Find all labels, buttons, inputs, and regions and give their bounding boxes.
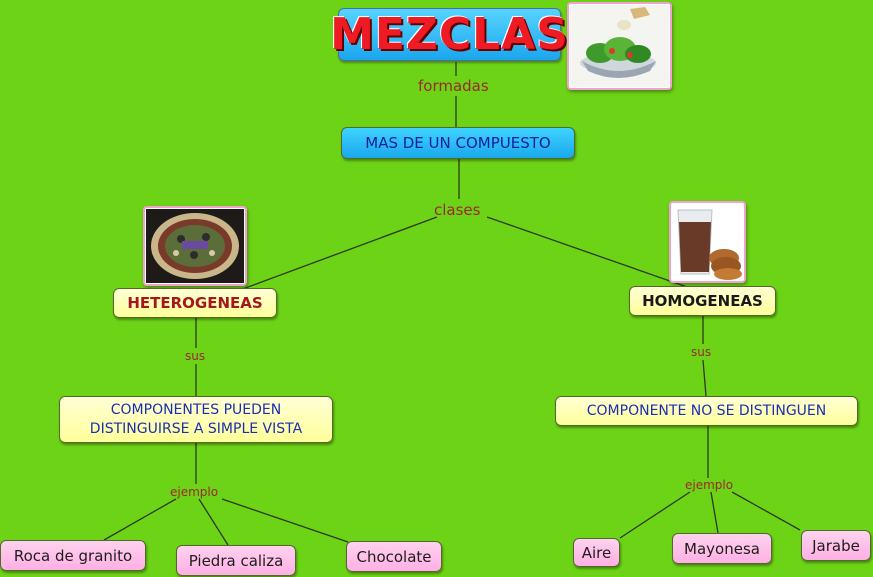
link-formadas: formadas <box>418 77 489 95</box>
line-ejemplo-roca <box>103 498 177 541</box>
concept-compound-label: MAS DE UN COMPUESTO <box>365 134 551 152</box>
example-jarabe: Jarabe <box>801 530 871 561</box>
link-sus-left: sus <box>185 349 206 363</box>
concept-heterogeneous: HETEROGENEAS <box>113 288 277 318</box>
concept-homogeneous: HOMOGENEAS <box>629 286 776 316</box>
example-label: Mayonesa <box>684 539 760 558</box>
pizza-image <box>146 209 244 283</box>
example-mayonesa: Mayonesa <box>672 533 772 564</box>
pizza-image-frame <box>143 206 247 286</box>
example-label: Aire <box>581 543 612 562</box>
line-ejemplo-jarabe <box>731 491 801 531</box>
example-aire: Aire <box>573 538 620 567</box>
chocolate-milk-image <box>672 204 743 280</box>
concept-hom-component: COMPONENTE NO SE DISTINGUEN <box>555 396 858 426</box>
link-clases: clases <box>434 201 481 219</box>
example-piedra-caliza: Piedra caliza <box>176 545 296 576</box>
line-ejemplo-mayonesa <box>710 491 719 534</box>
example-label: Jarabe <box>812 536 860 555</box>
concept-het-components: COMPONENTES PUEDEN DISTINGUIRSE A SIMPLE… <box>59 396 333 443</box>
example-label: Roca de granito <box>13 546 133 565</box>
line-clases-het <box>239 216 438 291</box>
line-clases-hom <box>486 216 691 289</box>
chocolate-milk-image-frame <box>669 201 746 283</box>
example-label: Piedra caliza <box>188 551 284 570</box>
title-node: MEZCLAS <box>330 8 568 61</box>
example-chocolate: Chocolate <box>346 541 442 572</box>
title-text: MEZCLAS <box>330 9 569 60</box>
example-roca-de-granito: Roca de granito <box>0 540 146 571</box>
line-sus-hom-component <box>702 359 707 397</box>
concept-heterogeneous-label: HETEROGENEAS <box>127 294 263 312</box>
concept-homogeneous-label: HOMOGENEAS <box>642 292 763 310</box>
link-sus-right: sus <box>691 345 712 359</box>
salad-bowl-image <box>570 5 669 87</box>
salad-image-frame <box>567 2 672 90</box>
concept-compound: MAS DE UN COMPUESTO <box>341 127 575 159</box>
concept-het-components-label: COMPONENTES PUEDEN DISTINGUIRSE A SIMPLE… <box>89 401 303 437</box>
line-ejemplo-piedra <box>198 498 229 546</box>
concept-hom-component-label: COMPONENTE NO SE DISTINGUEN <box>586 402 827 419</box>
link-ejemplo-left: ejemplo <box>170 485 219 499</box>
example-label: Chocolate <box>356 547 432 566</box>
link-ejemplo-right: ejemplo <box>685 478 734 492</box>
line-ejemplo-aire <box>619 491 691 539</box>
line-ejemplo-chocolate <box>221 498 349 543</box>
